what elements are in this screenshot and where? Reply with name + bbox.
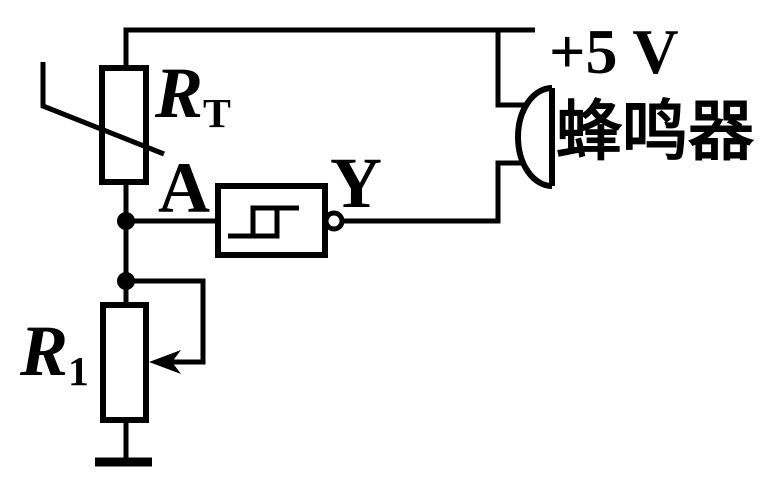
thermistor-label-base: R xyxy=(155,53,204,133)
node-y-label: Y xyxy=(330,143,382,223)
wire-buzzer-top-terminal xyxy=(495,30,527,108)
potentiometer-body xyxy=(100,302,149,423)
node-a-label: A xyxy=(158,148,210,228)
buzzer-icon xyxy=(515,85,555,189)
potentiometer-label-sub: 1 xyxy=(68,349,89,396)
junction-dot-node-a xyxy=(117,212,135,230)
buzzer-name-label: 蜂鸣器 xyxy=(556,96,754,169)
wire-output-to-buzzer xyxy=(342,160,525,224)
potentiometer-label: R1 xyxy=(20,315,89,394)
junction-dot-wiper xyxy=(117,272,135,290)
potentiometer-label-base: R xyxy=(20,311,69,391)
schmitt-trigger-box xyxy=(215,183,328,258)
wire-supply-rail xyxy=(123,27,535,68)
supply-voltage-label: +5 V xyxy=(549,16,679,87)
thermistor-label-sub: T xyxy=(203,91,231,138)
thermistor-label: RT xyxy=(155,57,231,136)
thermistor-strike-line xyxy=(40,62,165,157)
wire-wiper-feedback xyxy=(126,278,206,365)
inverter-bubble xyxy=(323,210,345,232)
hysteresis-icon xyxy=(228,205,299,239)
thermistor-body xyxy=(99,65,149,185)
wiper-arrowhead-icon xyxy=(149,350,181,374)
